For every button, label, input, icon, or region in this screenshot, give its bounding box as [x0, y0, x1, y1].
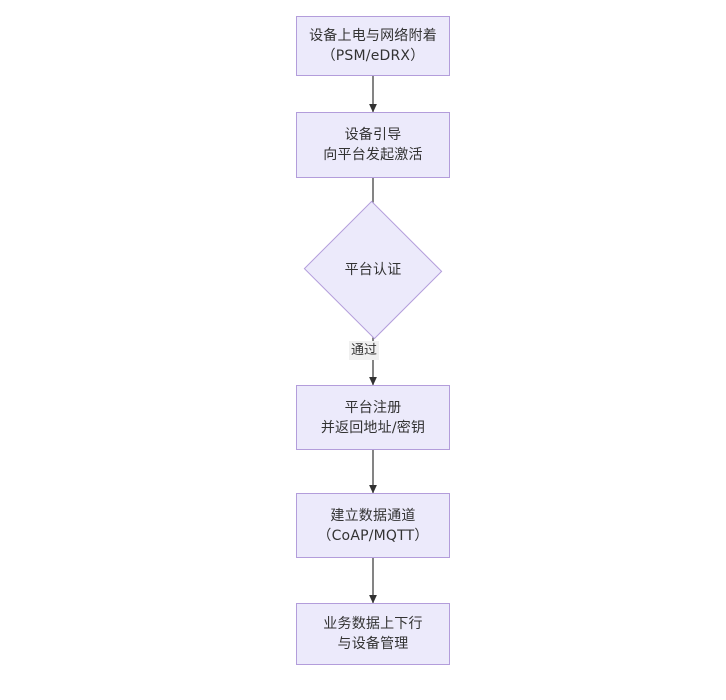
node-label: 平台认证 [345, 260, 402, 280]
process-node-n6[interactable]: 业务数据上下行与设备管理 [296, 603, 450, 665]
node-text-line: 平台注册 [344, 399, 402, 416]
node-text-line: 向平台发起激活 [323, 147, 423, 163]
process-node-n5[interactable]: 建立数据通道 （CoAP/MQTT） [296, 493, 450, 558]
node-text-line: 平台认证 [344, 262, 402, 278]
node-text-line: （CoAP/MQTT） [317, 527, 429, 544]
node-text-line: 并返回地址/密钥 [320, 419, 426, 436]
node-text-line: 建立数据通道 [330, 507, 416, 524]
decision-node-n3[interactable]: 平台认证 [303, 200, 443, 340]
process-node-n4[interactable]: 平台注册并返回地址/密钥 [296, 385, 450, 450]
node-text-line: （PSM/eDRX） [321, 48, 425, 64]
node-text-line: 与设备管理 [337, 636, 409, 652]
node-text-line: 设备上电与网络附着 [309, 28, 437, 44]
process-node-n1[interactable]: 设备上电与网络附着 （PSM/eDRX） [296, 16, 450, 76]
node-text-line: 设备引导 [344, 127, 402, 143]
edge-label-e3: 通过 [349, 341, 380, 360]
process-node-n2[interactable]: 设备引导向平台发起激活 [296, 112, 450, 178]
node-text-line: 业务数据上下行 [323, 616, 423, 632]
